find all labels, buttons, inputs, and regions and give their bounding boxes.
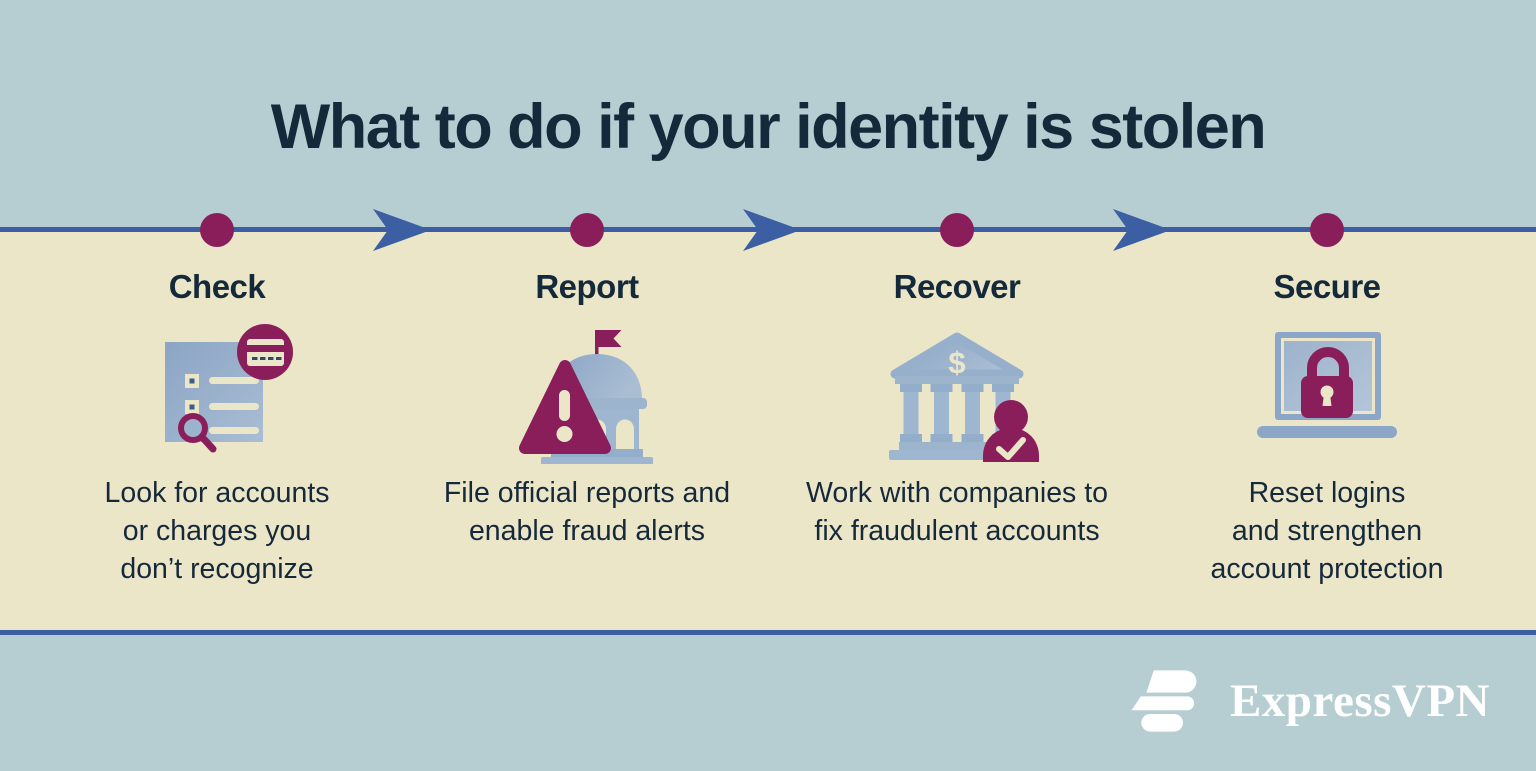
step-description: Look for accounts or charges you don’t r… xyxy=(104,477,330,586)
expressvpn-logo-icon xyxy=(1131,670,1197,732)
step-description: File official reports and enable fraud a… xyxy=(443,477,731,548)
step-title: Recover xyxy=(893,268,1021,305)
brand-footer: ExpressVPN xyxy=(1126,660,1490,742)
document-credit-card-search-icon xyxy=(125,324,310,464)
bottom-band xyxy=(0,635,1536,771)
bottom-divider xyxy=(0,630,1536,635)
timeline-dot xyxy=(570,213,604,247)
step-description: Work with companies to fix fraudulent ac… xyxy=(805,477,1108,548)
laptop-padlock-icon xyxy=(1235,324,1420,464)
step-recover: Recover $ xyxy=(772,268,1142,589)
timeline-dot xyxy=(1310,213,1344,247)
steps-row: Check xyxy=(32,268,1512,589)
step-title: Secure xyxy=(1273,268,1381,305)
brand-wordmark: ExpressVPN xyxy=(1229,675,1490,727)
top-band xyxy=(0,0,1536,229)
bank-verified-person-icon: $ xyxy=(865,324,1050,464)
step-description: Reset logins and strengthen account prot… xyxy=(1210,477,1444,586)
step-check: Check xyxy=(32,268,402,589)
step-title: Check xyxy=(168,268,266,305)
government-building-warning-icon xyxy=(495,324,680,464)
step-title: Report xyxy=(535,268,639,305)
timeline-arrow-icon xyxy=(743,209,801,251)
step-report: Report xyxy=(402,268,772,589)
svg-text:$: $ xyxy=(948,345,965,380)
timeline-arrow-icon xyxy=(1113,209,1171,251)
timeline-arrow-icon xyxy=(373,209,431,251)
timeline-dot xyxy=(940,213,974,247)
step-secure: Secure Rese xyxy=(1142,268,1512,589)
page-title: What to do if your identity is stolen xyxy=(270,92,1267,162)
timeline-dot xyxy=(200,213,234,247)
